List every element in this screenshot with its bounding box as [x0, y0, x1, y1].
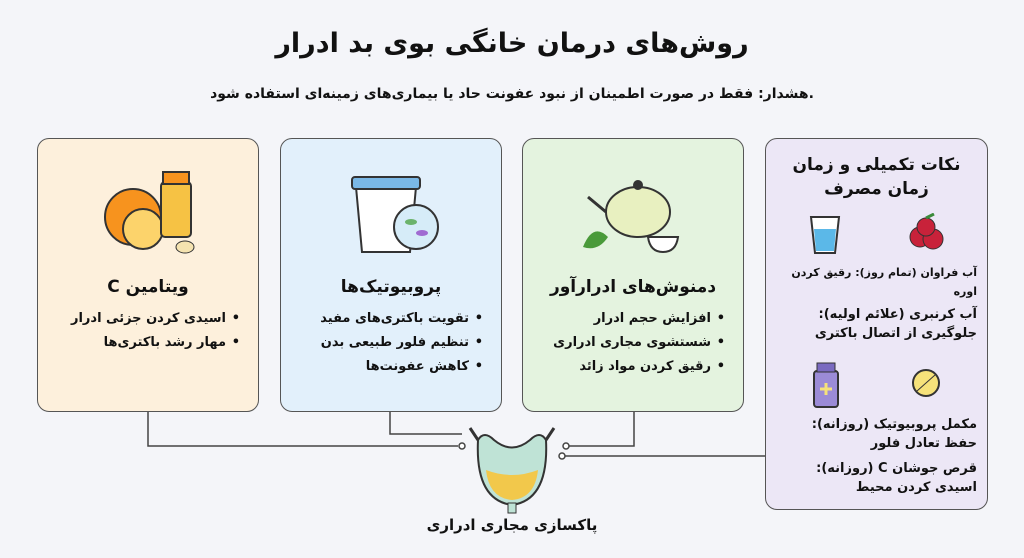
list-item: اسیدی کردن جزئی ادرار — [56, 311, 240, 326]
probiotic-supplement-bottle-icon — [812, 362, 839, 408]
effervescent-tablet-icon — [912, 369, 941, 397]
list-item: رقیق کردن مواد زائد — [541, 359, 725, 374]
card-probiotics: پروبیوتیک‌ها تقویت باکتری‌های مفید تنظیم … — [280, 138, 502, 412]
note-cranberry: آب کرنبری (علائم اولیه): جلوگیری از اتصا… — [814, 307, 977, 341]
card-title: دمنوش‌های ادرارآور — [549, 277, 717, 297]
water-glass-icon — [810, 216, 841, 254]
note-water: آب فراوان (تمام روز): رقیق کردن اوره — [791, 266, 977, 298]
card-title: پروبیوتیک‌ها — [340, 277, 442, 297]
card-vitamin-c: ویتامین C اسیدی کردن جزئی ادرار مهار رشد … — [37, 138, 259, 412]
list-item: مهار رشد باکتری‌ها — [56, 335, 240, 350]
bladder-icon — [468, 427, 556, 514]
note-probiotic: مکمل پروبیوتیک (روزانه): حفظ تعادل فلور — [811, 417, 977, 451]
list-item: کاهش عفونت‌ها — [299, 359, 483, 374]
page-title: روش‌های درمان خانگی بوی بد ادرار — [275, 28, 749, 59]
list-item: افزایش حجم ادرار — [541, 311, 725, 326]
warning-text: هشدار: فقط در صورت اطمینان از نبود عفونت… — [210, 86, 814, 102]
yogurt-bacteria-icon — [299, 157, 483, 267]
list-item: تقویت باکتری‌های مفید — [299, 311, 483, 326]
tips-panel: نکات تکمیلی و زمان زمان مصرف آب فراوان (… — [765, 138, 988, 510]
footer-label: پاکسازی مجاری ادراری — [426, 516, 598, 534]
teapot-herbs-icon — [541, 157, 725, 267]
list-item: تنظیم فلور طبیعی بدن — [299, 335, 483, 350]
orange-and-vitamin-bottle-icon — [56, 157, 240, 267]
cranberry-icon — [909, 213, 944, 250]
note-vitamin-c: قرص جوشان C (روزانه): اسیدی کردن محیط — [816, 461, 977, 495]
card-diuretic-teas: دمنوش‌های ادرارآور افزایش حجم ادرار شستشو… — [522, 138, 744, 412]
card-title: ویتامین C — [107, 277, 189, 297]
list-item: شستشوی مجاری ادراری — [541, 335, 725, 350]
panel-title: نکات تکمیلی و زمان زمان مصرف — [792, 155, 961, 199]
